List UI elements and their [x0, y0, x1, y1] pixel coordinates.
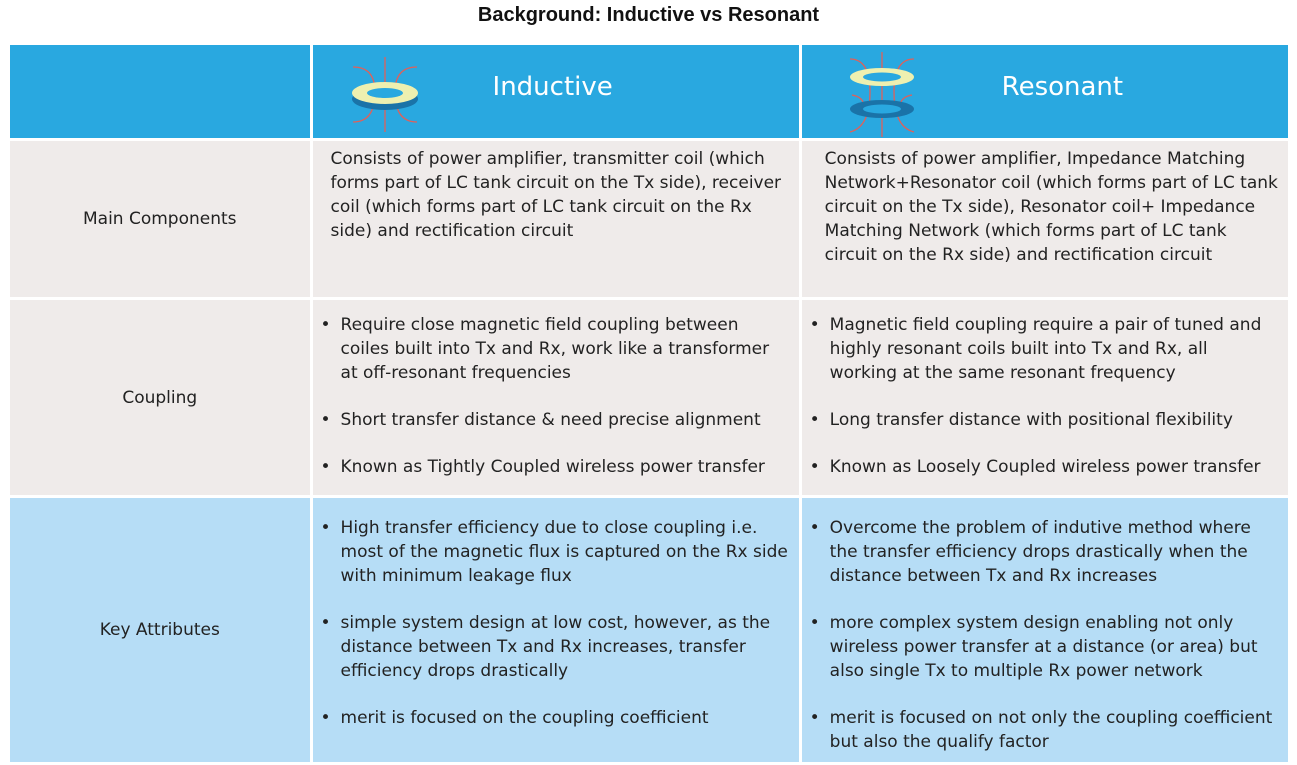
list-item: merit is focused on the coupling coeffic… [321, 706, 791, 730]
list-item: Long transfer distance with positional f… [810, 408, 1280, 432]
inductive-header-label: Inductive [492, 72, 613, 102]
inductive-coupling-list: Require close magnetic field coupling be… [321, 313, 791, 479]
resonant-coupling-list: Magnetic field coupling require a pair o… [810, 313, 1280, 479]
list-item: Known as Tightly Coupled wireless power … [321, 455, 791, 479]
list-item: Known as Loosely Coupled wireless power … [810, 455, 1280, 479]
header-inductive: Inductive [312, 45, 799, 138]
header-resonant: Resonant [801, 45, 1288, 138]
resonant-header-label: Resonant [1001, 72, 1124, 102]
header-blank [10, 45, 310, 138]
list-item: Magnetic field coupling require a pair o… [810, 313, 1280, 385]
row-label-coupling: Coupling [10, 300, 310, 495]
resonant-coil-icon [849, 52, 914, 137]
comparison-table: Inductive Resonant Main Components Consi… [7, 42, 1291, 765]
list-item: more complex system design enabling not … [810, 611, 1280, 683]
list-item: simple system design at low cost, howeve… [321, 611, 791, 683]
inductive-attributes-list: High transfer efficiency due to close co… [321, 516, 791, 730]
page-title: Background: Inductive vs Resonant [477, 4, 820, 26]
resonant-attributes-list: Overcome the problem of indutive method … [810, 516, 1280, 754]
inductive-main-components: Consists of power amplifier, transmitter… [312, 141, 799, 297]
list-item: Overcome the problem of indutive method … [810, 516, 1280, 588]
list-item: High transfer efficiency due to close co… [321, 516, 791, 588]
list-item: merit is focused on not only the couplin… [810, 706, 1280, 754]
list-item: Short transfer distance & need precise a… [321, 408, 791, 432]
row-label-main-components: Main Components [10, 141, 310, 297]
row-label-key-attributes: Key Attributes [10, 498, 310, 762]
list-item: Require close magnetic field coupling be… [321, 313, 791, 385]
inductive-coil-icon [351, 57, 418, 132]
resonant-main-components: Consists of power amplifier, Impedance M… [801, 141, 1288, 297]
